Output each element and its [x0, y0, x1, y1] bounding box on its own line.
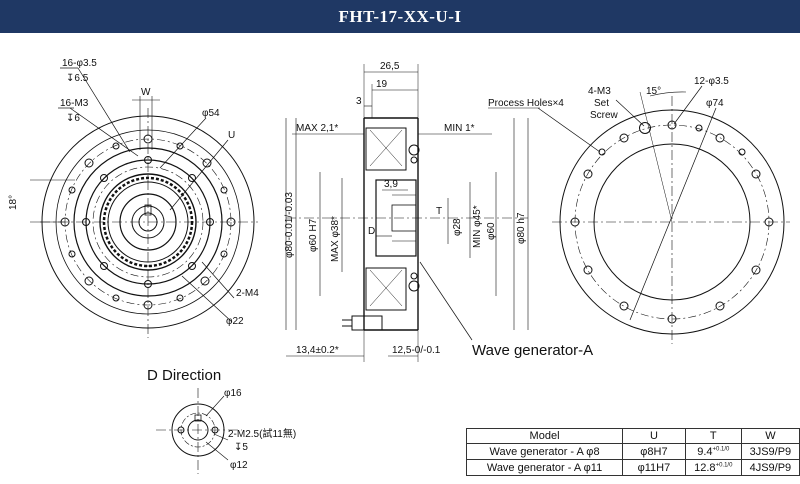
- cell-model: Wave generator - A φ8: [465, 443, 624, 460]
- screw-label: Screw: [590, 110, 619, 121]
- phi12-label: φ12: [230, 460, 248, 471]
- process-holes-label: Process Holes×4: [488, 98, 564, 109]
- hole1-label: 16-φ3.5: [62, 58, 97, 69]
- phi22-label: φ22: [226, 316, 244, 327]
- hole3-label: 12-φ3.5: [694, 76, 729, 87]
- hole2-depth-label: ↧6: [66, 113, 80, 124]
- rear-bolt-holes: [570, 120, 774, 324]
- rear-outer-flange: [559, 109, 785, 335]
- t-tolerance: +0.1/0: [715, 461, 733, 468]
- dim-13-4: 13,4±0.2*: [296, 345, 339, 356]
- front-inner-holes: [82, 156, 214, 288]
- phi80h7-label: φ80 h7: [516, 212, 527, 244]
- header-u: U: [622, 428, 686, 444]
- w-label: W: [141, 87, 151, 98]
- front-view: [30, 67, 258, 338]
- cell-w: 4JS9/P9: [740, 459, 800, 476]
- m25-label: 2-M2.5(試11無): [228, 427, 296, 440]
- phi60h7-label: φ60 H7: [308, 218, 319, 252]
- header-t: T: [684, 428, 742, 444]
- dim-19: 19: [376, 79, 388, 90]
- page-title: FHT-17-XX-U-I: [338, 7, 462, 26]
- phi74-label: φ74: [706, 98, 724, 109]
- u-label: U: [228, 130, 235, 141]
- title-bar: FHT-17-XX-U-I: [0, 0, 800, 33]
- cell-t: 12.8+0.1/0: [684, 459, 742, 476]
- cell-u: φ11H7: [622, 459, 686, 476]
- cell-model: Wave generator - A φ11: [465, 459, 624, 476]
- hole1-depth-label: ↧6.5: [66, 73, 89, 84]
- d-direction-title: D Direction: [147, 367, 221, 384]
- upper-bearing: [365, 127, 407, 171]
- table-row: Wave generator - A φ11 φ11H7 12.8+0.1/0 …: [465, 459, 800, 476]
- cell-u: φ8H7: [622, 443, 686, 460]
- header-w: W: [740, 428, 800, 444]
- m3-set-label: 4-M3: [588, 86, 611, 97]
- wave-generator-label: Wave generator-A: [472, 342, 593, 359]
- depth5-label: ↧5: [234, 442, 248, 453]
- header-model: Model: [465, 428, 624, 444]
- min-phi45-label: MIN φ45*: [472, 205, 483, 248]
- t-value: 12.8: [694, 461, 716, 474]
- angle15-label: 15°: [646, 86, 661, 97]
- table-row: Wave generator - A φ8 φ8H7 9.4+0.1/0 3JS…: [465, 443, 800, 460]
- side-section-view: [285, 64, 529, 362]
- d-label: D: [368, 226, 375, 237]
- cell-t: 9.4+0.1/0: [684, 443, 742, 460]
- d-direction-view: [156, 388, 242, 474]
- max-2-1-label: MAX 2,1*: [296, 123, 338, 134]
- angle18-label: 18°: [8, 195, 19, 210]
- max-phi38-label: MAX φ38*: [330, 216, 341, 262]
- lower-bearing: [365, 267, 407, 311]
- rear-view: [488, 85, 790, 344]
- t-tolerance: +0.1/0: [712, 445, 730, 452]
- dim-12-5: 12,5-0/-0.1: [392, 345, 441, 356]
- dim-3-9: 3,9: [384, 179, 398, 190]
- m4-label: 2-M4: [236, 288, 259, 299]
- table-header-row: Model U T W: [465, 428, 800, 444]
- spec-table: Model U T W Wave generator - A φ8 φ8H7 9…: [465, 428, 800, 476]
- cell-w: 3JS9/P9: [740, 443, 800, 460]
- dim-3: 3: [356, 96, 362, 107]
- t-label: T: [436, 206, 442, 217]
- phi28-label: φ28: [452, 218, 463, 236]
- phi60-label: φ60: [486, 222, 497, 240]
- t-value: 9.4: [697, 445, 713, 458]
- dim-26-5: 26,5: [380, 61, 400, 72]
- front-outer-holes: [60, 134, 236, 310]
- phi16-label: φ16: [224, 388, 242, 399]
- phi54-label: φ54: [202, 108, 220, 119]
- phi80-tol-label: φ80-0.01/-0.03: [284, 192, 295, 258]
- min-1-label: MIN 1*: [444, 123, 475, 134]
- set-label: Set: [594, 98, 609, 109]
- hole2-label: 16-M3: [60, 98, 89, 109]
